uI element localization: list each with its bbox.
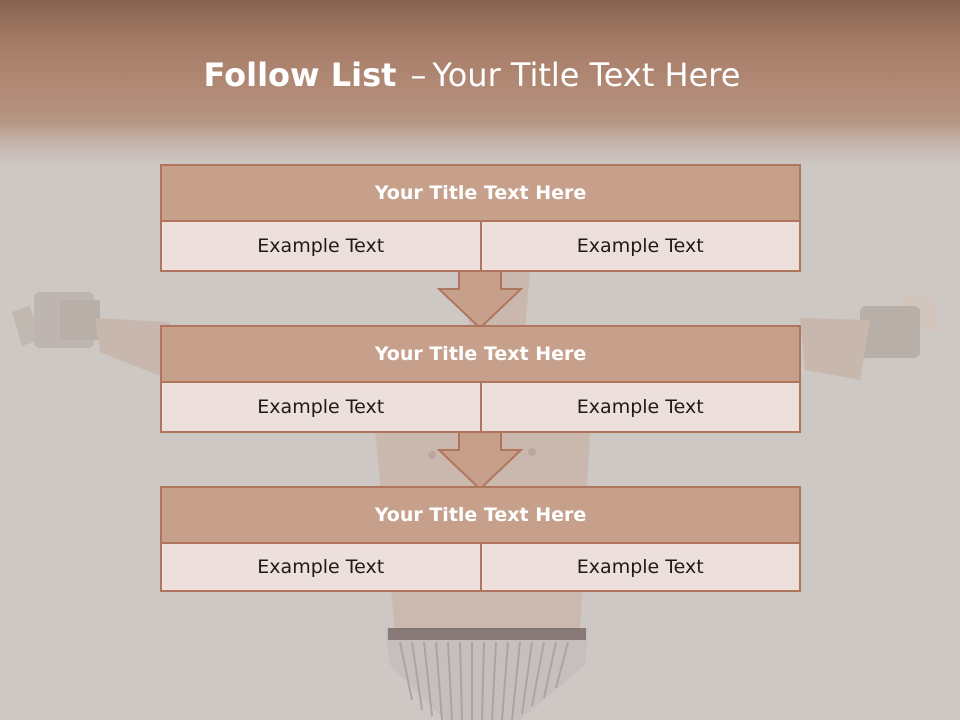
box-title: Your Title Text Here [162,327,799,383]
follow-box-2: Your Title Text Here Example Text Exampl… [160,325,801,433]
down-arrow-icon [437,270,523,330]
follow-box-1: Your Title Text Here Example Text Exampl… [160,164,801,272]
box-cell-left: Example Text [162,383,480,431]
follow-box-3: Your Title Text Here Example Text Exampl… [160,486,801,592]
box-title: Your Title Text Here [162,166,799,222]
box-cell-right: Example Text [479,222,799,270]
slide-title-dash: – [410,56,427,94]
slide-title: Follow List–Your Title Text Here [0,56,944,94]
box-row: Example Text Example Text [162,383,799,431]
box-cell-left: Example Text [162,222,480,270]
box-cell-right: Example Text [479,383,799,431]
box-title: Your Title Text Here [162,488,799,544]
slide-title-rest: Your Title Text Here [432,56,741,94]
down-arrow-icon [437,431,523,491]
box-row: Example Text Example Text [162,544,799,590]
header-band [0,0,960,165]
box-row: Example Text Example Text [162,222,799,270]
box-cell-right: Example Text [479,544,799,590]
box-cell-left: Example Text [162,544,480,590]
slide-title-bold: Follow List [203,56,397,94]
